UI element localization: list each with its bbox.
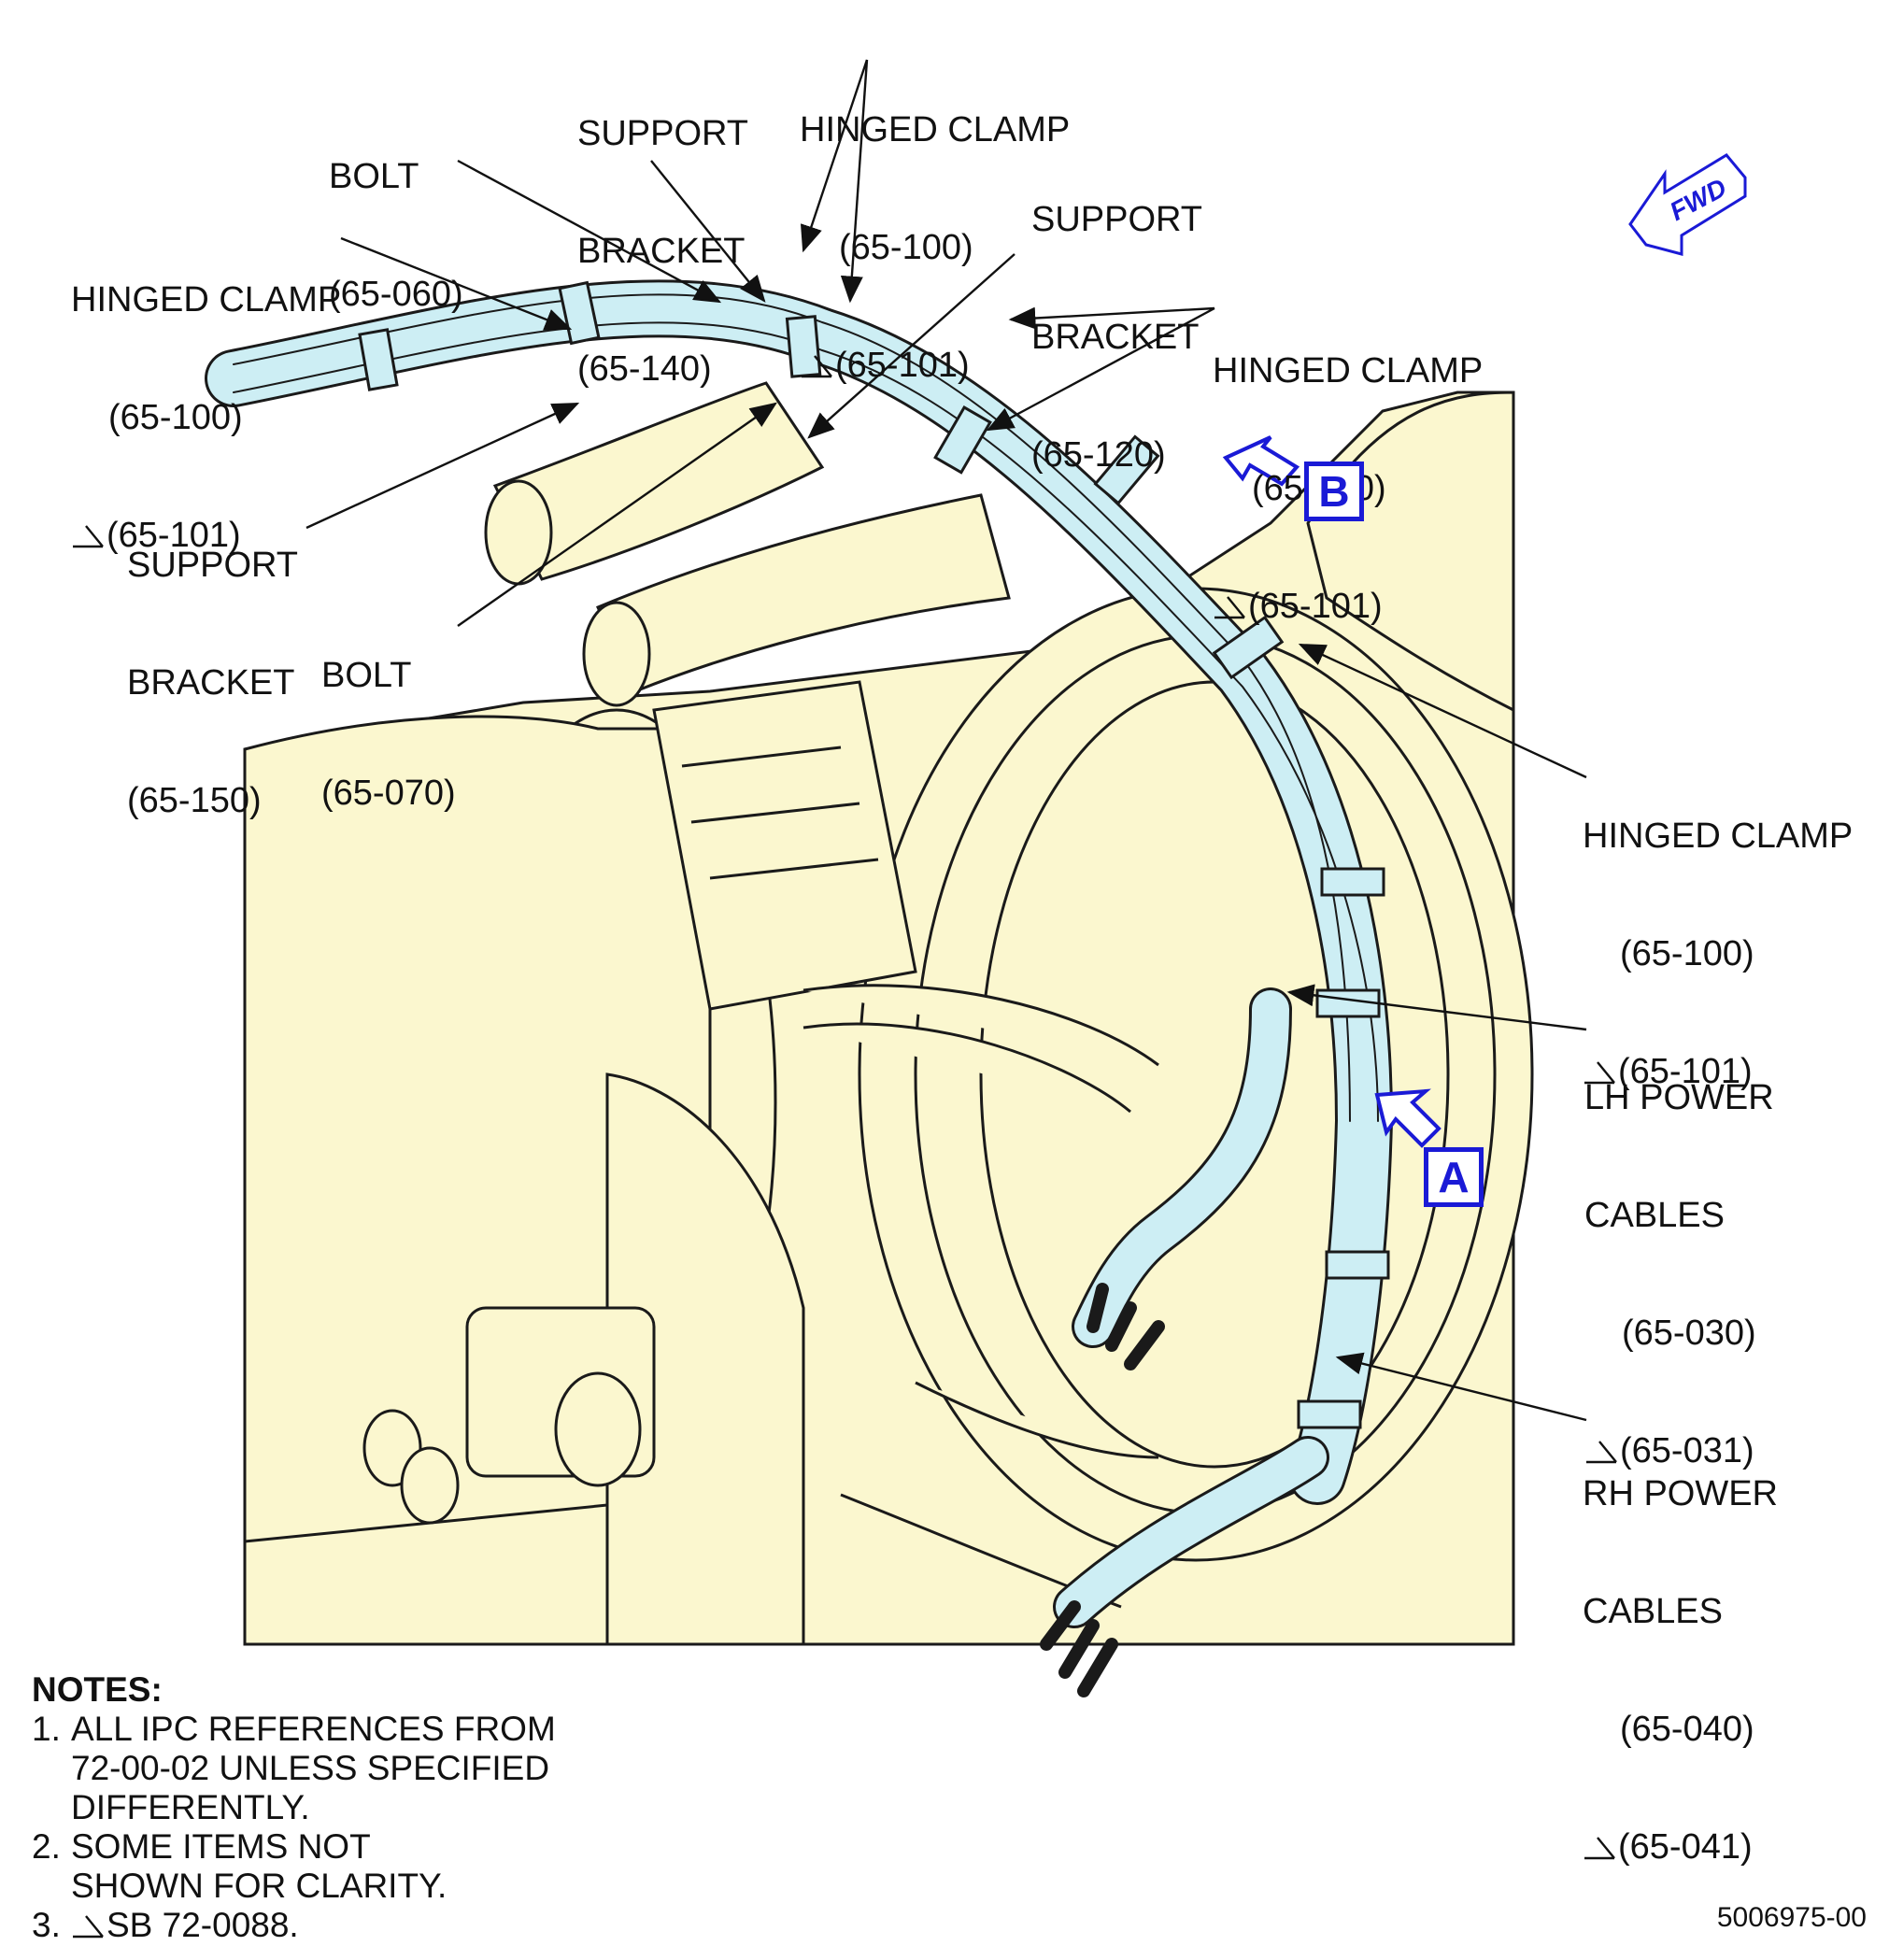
callout-name: SUPPORT bbox=[577, 114, 749, 153]
callout-ref: (65-101) bbox=[107, 516, 241, 555]
fwd-arrow bbox=[1628, 153, 1747, 256]
callout-name: BOLT bbox=[329, 157, 419, 196]
callout-ref: (65-100) bbox=[839, 228, 973, 267]
callout-ref: (65-101) bbox=[1248, 587, 1383, 626]
callout-name: CABLES bbox=[1584, 1196, 1725, 1235]
callout-ref: (65-070) bbox=[321, 774, 456, 813]
callout-name: BRACKET bbox=[1031, 318, 1200, 357]
callout-ref: (65-100) bbox=[1620, 934, 1754, 973]
note-text: SB 72-0088. bbox=[71, 1906, 299, 1945]
callout-ref: (65-040) bbox=[1620, 1710, 1754, 1749]
clamps bbox=[358, 280, 1390, 1429]
note-line: SB 72-0088. bbox=[107, 1906, 299, 1944]
callout-name: BOLT bbox=[321, 656, 412, 695]
cable-harness bbox=[205, 279, 1394, 1697]
sb-triangle-icon bbox=[1583, 1834, 1616, 1860]
note-item: 3. SB 72-0088. bbox=[32, 1906, 556, 1945]
callout-name: HINGED CLAMP bbox=[800, 110, 1071, 149]
sb-triangle-icon bbox=[1583, 1058, 1616, 1085]
view-arrows bbox=[1222, 435, 1442, 1148]
leader-lines bbox=[305, 59, 1587, 1422]
sb-triangle-icon bbox=[1213, 593, 1246, 619]
note-item: 1. ALL IPC REFERENCES FROM 72-00-02 UNLE… bbox=[32, 1710, 556, 1827]
callout-lh-power-cables: LH POWER CABLES (65-030) (65-031) bbox=[1584, 1000, 1774, 1510]
note-number: 1. bbox=[32, 1710, 61, 1748]
callout-support-bracket-150: SUPPORT BRACKET (65-150) bbox=[127, 467, 298, 859]
callout-name: HINGED CLAMP bbox=[1583, 817, 1853, 856]
callout-name: HINGED CLAMP bbox=[1213, 351, 1484, 391]
callout-name: HINGED CLAMP bbox=[71, 280, 342, 320]
callout-ref-sb: (65-101) bbox=[1213, 587, 1483, 626]
note-line: SHOWN FOR CLARITY. bbox=[71, 1867, 447, 1905]
sb-triangle-icon bbox=[1584, 1438, 1618, 1464]
callout-name: LH POWER bbox=[1584, 1078, 1774, 1117]
callout-ref-sb: (65-041) bbox=[1583, 1827, 1778, 1867]
callout-ref: (65-041) bbox=[1618, 1827, 1753, 1867]
callout-ref: (65-030) bbox=[1622, 1314, 1756, 1353]
callout-ref-sb: (65-101) bbox=[1583, 1052, 1853, 1091]
sb-triangle-icon bbox=[800, 352, 833, 378]
callout-ref-sb: (65-101) bbox=[71, 516, 341, 555]
callout-hinged-clamp-upper-left: HINGED CLAMP (65-100) (65-101) bbox=[71, 202, 341, 594]
callout-ref: (65-140) bbox=[577, 349, 712, 389]
notes-block: NOTES: 1. ALL IPC REFERENCES FROM 72-00-… bbox=[32, 1670, 556, 1945]
callout-ref-sb: (65-101) bbox=[800, 346, 1070, 385]
note-text: SOME ITEMS NOT SHOWN FOR CLARITY. bbox=[71, 1827, 447, 1906]
callout-name: SUPPORT bbox=[1031, 200, 1203, 239]
view-label-b: B bbox=[1304, 462, 1364, 521]
note-text: ALL IPC REFERENCES FROM 72-00-02 UNLESS … bbox=[71, 1710, 556, 1827]
callout-hinged-clamp-right: HINGED CLAMP (65-100) (65-101) bbox=[1583, 738, 1853, 1130]
callout-rh-power-cables: RH POWER CABLES (65-040) (65-041) bbox=[1583, 1396, 1778, 1906]
callout-ref: (65-101) bbox=[1618, 1052, 1753, 1091]
note-item: 2. SOME ITEMS NOT SHOWN FOR CLARITY. bbox=[32, 1827, 556, 1906]
note-number: 2. bbox=[32, 1827, 61, 1866]
callout-name: BRACKET bbox=[127, 663, 295, 703]
sb-triangle-icon bbox=[71, 1912, 105, 1939]
note-line: SOME ITEMS NOT bbox=[71, 1827, 371, 1866]
callout-bolt-070: BOLT (65-070) bbox=[321, 577, 456, 852]
callout-name: SUPPORT bbox=[127, 546, 299, 585]
notes-title: NOTES: bbox=[32, 1670, 163, 1709]
callout-ref: (65-150) bbox=[127, 781, 262, 820]
callout-support-bracket-140: SUPPORT BRACKET (65-140) bbox=[577, 36, 748, 428]
callout-ref: (65-120) bbox=[1031, 435, 1166, 475]
callout-ref: (65-101) bbox=[835, 346, 970, 385]
callout-name: CABLES bbox=[1583, 1592, 1723, 1631]
callout-name: BRACKET bbox=[577, 232, 746, 271]
callout-ref-sb: (65-031) bbox=[1584, 1431, 1774, 1470]
callout-support-bracket-120: SUPPORT BRACKET (65-120) bbox=[1031, 121, 1202, 514]
callout-hinged-clamp-top: HINGED CLAMP (65-100) (65-101) bbox=[800, 32, 1070, 424]
note-line: DIFFERENTLY. bbox=[71, 1788, 310, 1826]
callout-bolt-060: BOLT (65-060) bbox=[329, 78, 463, 353]
callout-name: RH POWER bbox=[1583, 1474, 1778, 1513]
callout-ref: (65-060) bbox=[329, 275, 463, 314]
note-line: ALL IPC REFERENCES FROM bbox=[71, 1710, 556, 1748]
sb-triangle-icon bbox=[71, 522, 105, 548]
callout-ref: (65-100) bbox=[108, 398, 243, 437]
document-number: 5006975-00 bbox=[1716, 1902, 1867, 1933]
view-label-a: A bbox=[1424, 1147, 1484, 1207]
note-number: 3. bbox=[32, 1906, 61, 1944]
callout-ref: (65-031) bbox=[1620, 1431, 1754, 1470]
note-line: 72-00-02 UNLESS SPECIFIED bbox=[71, 1749, 550, 1787]
